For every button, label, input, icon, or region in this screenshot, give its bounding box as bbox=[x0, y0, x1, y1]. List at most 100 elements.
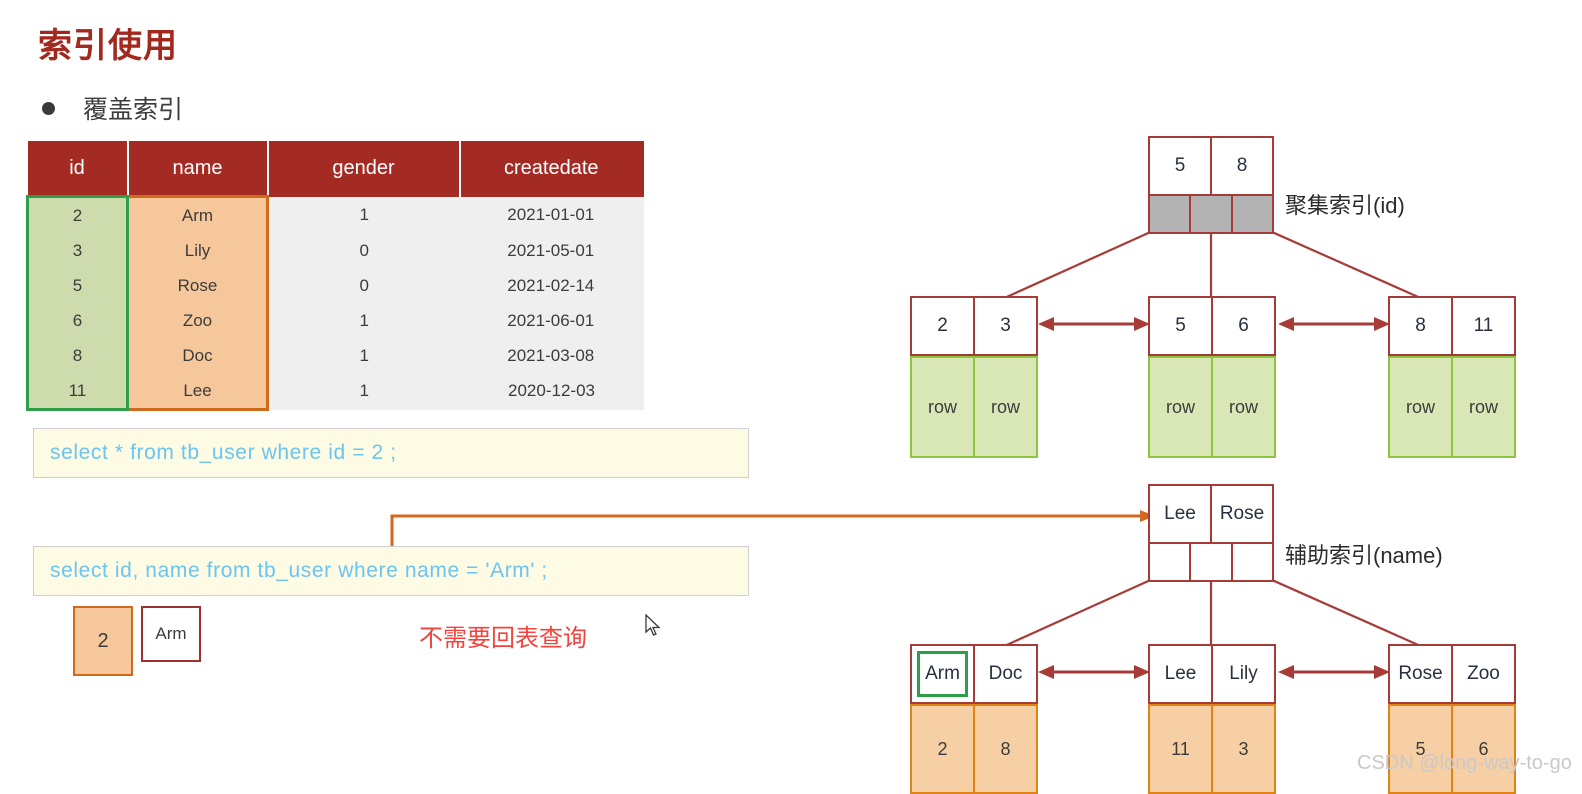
node-key: Lily bbox=[1229, 663, 1258, 684]
cell-name: Lee bbox=[126, 373, 269, 411]
secondary-root-pointers bbox=[1148, 544, 1274, 582]
bullet-label: 覆盖索引 bbox=[83, 96, 184, 124]
leaf-data-cell: row bbox=[1150, 358, 1213, 456]
cell-createdate: 2021-03-08 bbox=[459, 338, 644, 373]
cell-name: Rose bbox=[126, 268, 269, 303]
leaf-data-cell: row bbox=[1468, 396, 1498, 417]
cell-createdate: 2021-06-01 bbox=[459, 303, 644, 338]
leaf-data-cell: 2 bbox=[912, 706, 975, 792]
cell-id: 8 bbox=[26, 338, 129, 373]
table-header-row: id name gender createdate bbox=[27, 141, 644, 197]
cell-name: Arm bbox=[126, 195, 269, 233]
column-header-name: name bbox=[127, 141, 269, 197]
leaf-data-cell: row bbox=[912, 358, 975, 456]
leaf-data-cell: 11 bbox=[1150, 706, 1213, 792]
clustered-root-pointers bbox=[1148, 196, 1274, 234]
leaf-data-cell: 5 bbox=[1390, 706, 1453, 792]
sql-statement-2: select id, name from tb_user where name … bbox=[33, 546, 749, 596]
node-key: Rose bbox=[1219, 503, 1265, 524]
column-header-id: id bbox=[27, 141, 129, 197]
node-key: Doc bbox=[988, 663, 1023, 684]
column-header-createdate: createdate bbox=[459, 141, 644, 197]
node-pointer bbox=[1150, 544, 1192, 580]
secondary-index-root-node: Lee Rose bbox=[1148, 484, 1274, 582]
cell-createdate: 2021-01-01 bbox=[459, 196, 644, 233]
cell-gender: 1 bbox=[267, 303, 460, 338]
node-pointer bbox=[1232, 544, 1272, 580]
mouse-cursor-icon bbox=[645, 614, 661, 636]
bullet-row: 覆盖索引 bbox=[42, 90, 183, 126]
node-key: 6 bbox=[1238, 315, 1249, 336]
cell-gender: 0 bbox=[267, 233, 460, 268]
node-key: 8 bbox=[1236, 155, 1248, 176]
leaf-data-cell: 8 bbox=[1000, 738, 1011, 759]
node-key: Lee bbox=[1150, 646, 1213, 702]
cell-gender: 1 bbox=[267, 338, 460, 373]
cell-id: 3 bbox=[26, 233, 129, 268]
leaf-data-cell: row bbox=[1390, 358, 1453, 456]
orange-query-arrow bbox=[390, 510, 1155, 546]
query-result-cells: 2 Arm bbox=[73, 606, 201, 676]
cell-id: 11 bbox=[26, 373, 129, 411]
leaf-data-cell: row bbox=[990, 396, 1020, 417]
node-key: Lee bbox=[1150, 486, 1212, 542]
sql-statement-2-text: select id, name from tb_user where name … bbox=[50, 559, 548, 582]
secondary-root-keys: Lee Rose bbox=[1148, 484, 1274, 544]
sql-statement-1-text: select * from tb_user where id = 2 ; bbox=[50, 441, 397, 464]
node-pointer bbox=[1150, 196, 1192, 232]
clustered-index-label: 聚集索引(id) bbox=[1285, 193, 1405, 218]
node-key: 5 bbox=[1150, 298, 1213, 354]
node-pointer bbox=[1232, 196, 1272, 232]
cell-id: 2 bbox=[26, 195, 129, 233]
leaf-keys: 8 11 bbox=[1388, 296, 1516, 356]
page-title: 索引使用 bbox=[38, 27, 178, 65]
node-key: 11 bbox=[1473, 315, 1494, 336]
cell-id: 6 bbox=[26, 303, 129, 338]
result-id-cell: 2 bbox=[73, 606, 133, 676]
node-pointer bbox=[1191, 196, 1233, 232]
result-name-cell: Arm bbox=[141, 606, 201, 662]
node-key: 2 bbox=[912, 298, 975, 354]
node-pointer bbox=[1191, 544, 1233, 580]
cell-createdate: 2021-02-14 bbox=[459, 268, 644, 303]
cell-gender: 0 bbox=[267, 268, 460, 303]
leaf-data-cell: 3 bbox=[1238, 738, 1249, 759]
node-key: 8 bbox=[1390, 298, 1453, 354]
watermark: CSDN @long-way-to-go bbox=[1357, 752, 1572, 774]
cell-createdate: 2020-12-03 bbox=[459, 373, 644, 410]
no-table-lookup-note: 不需要回表查询 bbox=[419, 625, 587, 652]
leaf-data-row: 11 3 bbox=[1148, 704, 1276, 794]
secondary-leaf-node-1: Lee Lily 11 3 bbox=[1148, 644, 1276, 794]
column-header-gender: gender bbox=[267, 141, 461, 197]
cell-createdate: 2021-05-01 bbox=[459, 233, 644, 268]
node-key: 3 bbox=[1000, 315, 1011, 336]
leaf-data-cell: 6 bbox=[1478, 738, 1489, 759]
sql-statement-1: select * from tb_user where id = 2 ; bbox=[33, 428, 749, 478]
leaf-data-cell: row bbox=[1228, 396, 1258, 417]
cell-name: Zoo bbox=[126, 303, 269, 338]
leaf-keys: Lee Lily bbox=[1148, 644, 1276, 704]
cell-gender: 1 bbox=[267, 196, 460, 233]
cell-gender: 1 bbox=[267, 373, 460, 410]
bullet-dot-icon bbox=[42, 101, 55, 115]
